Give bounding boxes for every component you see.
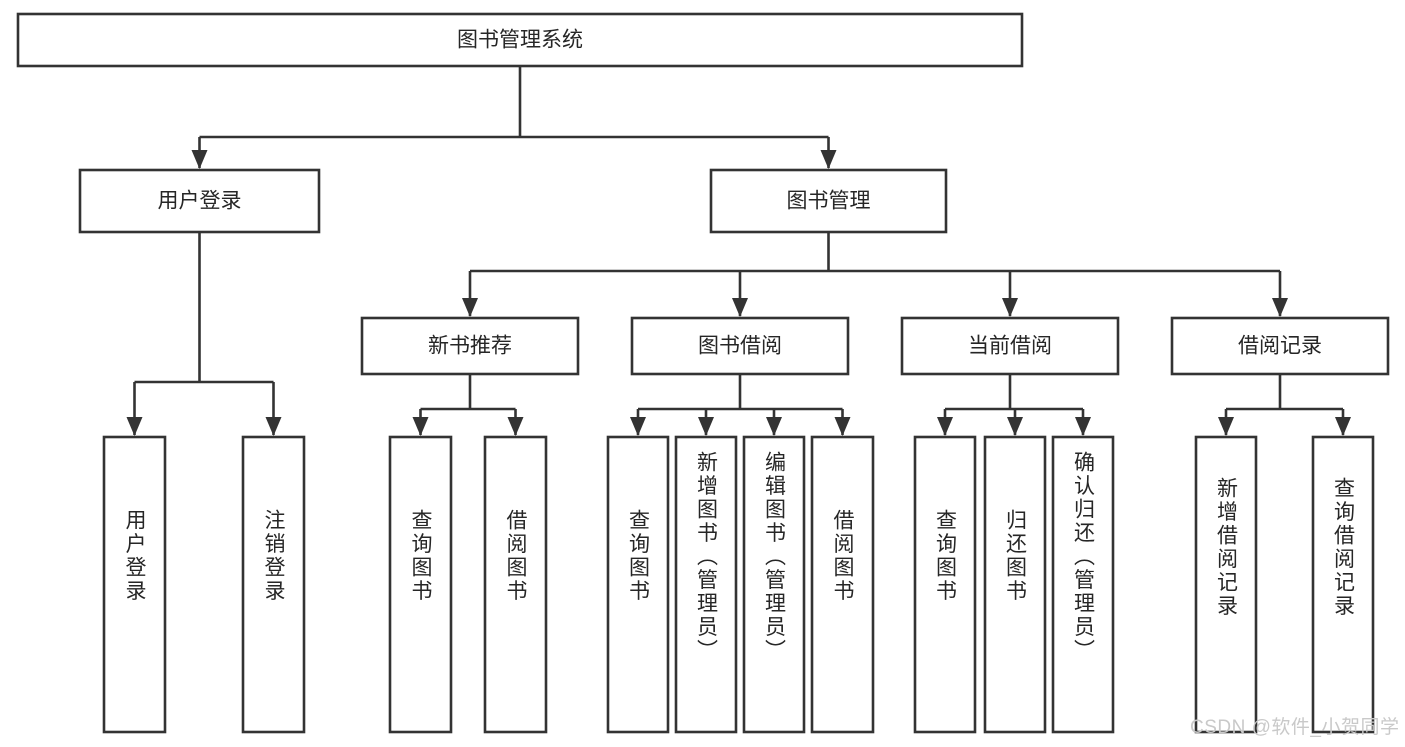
node-label: 图书借阅 bbox=[698, 335, 782, 358]
node-leaf-leaf-add-record[interactable] bbox=[1194, 435, 1258, 734]
node-box-layer bbox=[16, 12, 1390, 734]
arrow-head-icon bbox=[412, 417, 429, 436]
arrow-head-icon bbox=[1007, 417, 1023, 436]
node-leaf-leaf-confirm-return[interactable] bbox=[1051, 435, 1115, 734]
node-level2-new-book-recommend[interactable] bbox=[360, 316, 580, 376]
node-level2-borrow-record[interactable] bbox=[1170, 316, 1390, 376]
node-leaf-leaf-borrow-book-2[interactable] bbox=[810, 435, 875, 734]
node-label: 图书管理系统 bbox=[457, 29, 583, 52]
arrow-head-icon bbox=[698, 417, 714, 436]
node-level2-book-borrow[interactable] bbox=[630, 316, 850, 376]
node-leaf-leaf-query-book-1[interactable] bbox=[388, 435, 453, 734]
node-leaf-leaf-query-book-2[interactable] bbox=[606, 435, 670, 734]
node-leaf-leaf-user-login[interactable] bbox=[102, 435, 167, 734]
node-label: 当前借阅 bbox=[968, 335, 1052, 358]
node-level2-current-borrow[interactable] bbox=[900, 316, 1120, 376]
arrow-head-icon bbox=[630, 417, 646, 436]
csdn-watermark: CSDN @软件_小贺同学 bbox=[1190, 717, 1400, 738]
node-label: 新书推荐 bbox=[428, 335, 512, 358]
node-root[interactable] bbox=[16, 12, 1024, 68]
arrow-head-icon bbox=[766, 417, 782, 436]
arrow-head-icon bbox=[265, 417, 282, 436]
node-leaf-leaf-query-record[interactable] bbox=[1311, 435, 1375, 734]
arrow-head-icon bbox=[126, 417, 143, 436]
node-leaf-leaf-return-book[interactable] bbox=[983, 435, 1047, 734]
node-leaf-leaf-add-book[interactable] bbox=[674, 435, 738, 734]
arrow-head-icon bbox=[1218, 417, 1234, 436]
arrow-head-icon bbox=[1335, 417, 1351, 436]
node-label: 用户登录 bbox=[158, 190, 242, 213]
arrow-head-icon bbox=[507, 417, 524, 436]
arrow-head-icon bbox=[834, 417, 851, 436]
connector-layer bbox=[126, 66, 1351, 436]
arrow-head-icon bbox=[732, 298, 748, 317]
arrow-head-icon bbox=[1075, 417, 1091, 436]
node-leaf-leaf-edit-book[interactable] bbox=[742, 435, 806, 734]
arrow-head-icon bbox=[1272, 298, 1288, 317]
arrow-head-icon bbox=[462, 298, 478, 317]
node-level1-user-login[interactable] bbox=[78, 168, 321, 234]
node-leaf-leaf-borrow-book-1[interactable] bbox=[483, 435, 548, 734]
node-level1-book-manage[interactable] bbox=[709, 168, 948, 234]
node-leaf-leaf-logout[interactable] bbox=[241, 435, 306, 734]
arrow-head-icon bbox=[937, 417, 953, 436]
arrow-head-icon bbox=[820, 150, 837, 169]
node-leaf-leaf-query-book-3[interactable] bbox=[913, 435, 977, 734]
node-label: 借阅记录 bbox=[1238, 335, 1322, 358]
arrow-head-icon bbox=[1002, 298, 1018, 317]
arrow-head-icon bbox=[191, 150, 208, 169]
node-label: 图书管理 bbox=[787, 190, 871, 213]
